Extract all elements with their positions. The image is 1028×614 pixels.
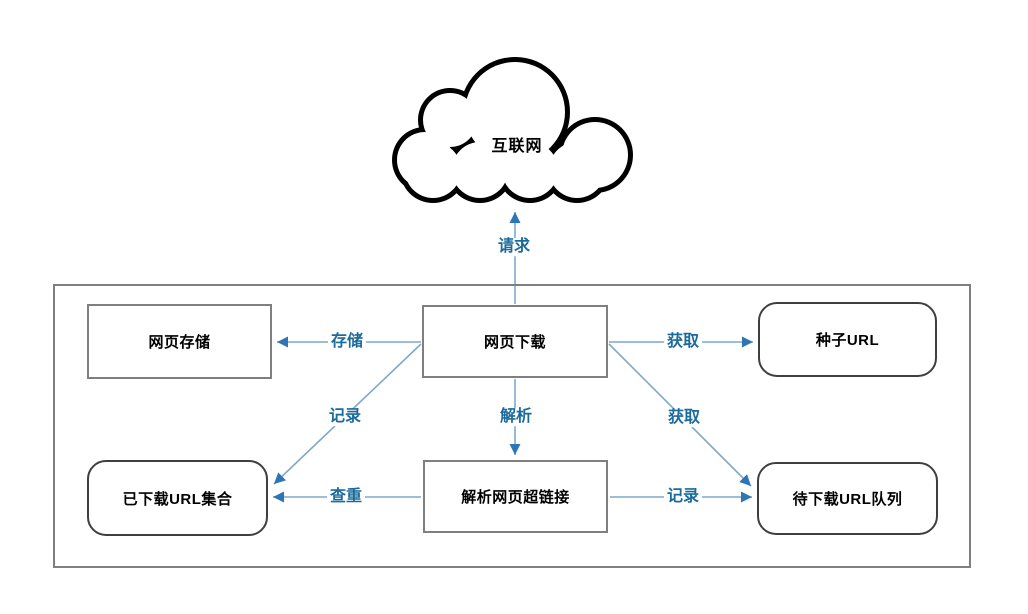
node-downloaded-url-set-label: 已下载URL集合 bbox=[122, 490, 233, 508]
edge-label-record-queue: 记录 bbox=[663, 488, 703, 506]
node-web-download: 网页下载 bbox=[422, 305, 608, 378]
node-pending-url-queue-label: 待下载URL队列 bbox=[792, 491, 903, 508]
crawler-system-frame bbox=[53, 284, 971, 568]
node-downloaded-url-set: 已下载URL集合 bbox=[87, 460, 268, 536]
edge-label-record-set: 记录 bbox=[325, 408, 365, 426]
node-parse-hyperlinks-label: 解析网页超链接 bbox=[461, 489, 570, 506]
node-web-download-label: 网页下载 bbox=[483, 334, 546, 351]
edge-label-request: 请求 bbox=[494, 238, 534, 256]
node-parse-hyperlinks: 解析网页超链接 bbox=[423, 460, 608, 533]
edge-label-dedup: 查重 bbox=[326, 488, 366, 506]
internet-cloud-label: 互联网 bbox=[491, 138, 543, 155]
node-pending-url-queue: 待下载URL队列 bbox=[757, 462, 938, 535]
node-seed-url: 种子URL bbox=[758, 302, 937, 377]
node-web-storage: 网页存储 bbox=[87, 304, 272, 379]
edge-label-store: 存储 bbox=[327, 333, 367, 351]
edge-label-get-queue: 获取 bbox=[664, 409, 704, 427]
edge-label-get-seed: 获取 bbox=[663, 333, 703, 351]
edge-label-parse: 解析 bbox=[496, 408, 536, 426]
node-web-storage-label: 网页存储 bbox=[148, 334, 211, 351]
node-seed-url-label: 种子URL bbox=[815, 332, 880, 349]
